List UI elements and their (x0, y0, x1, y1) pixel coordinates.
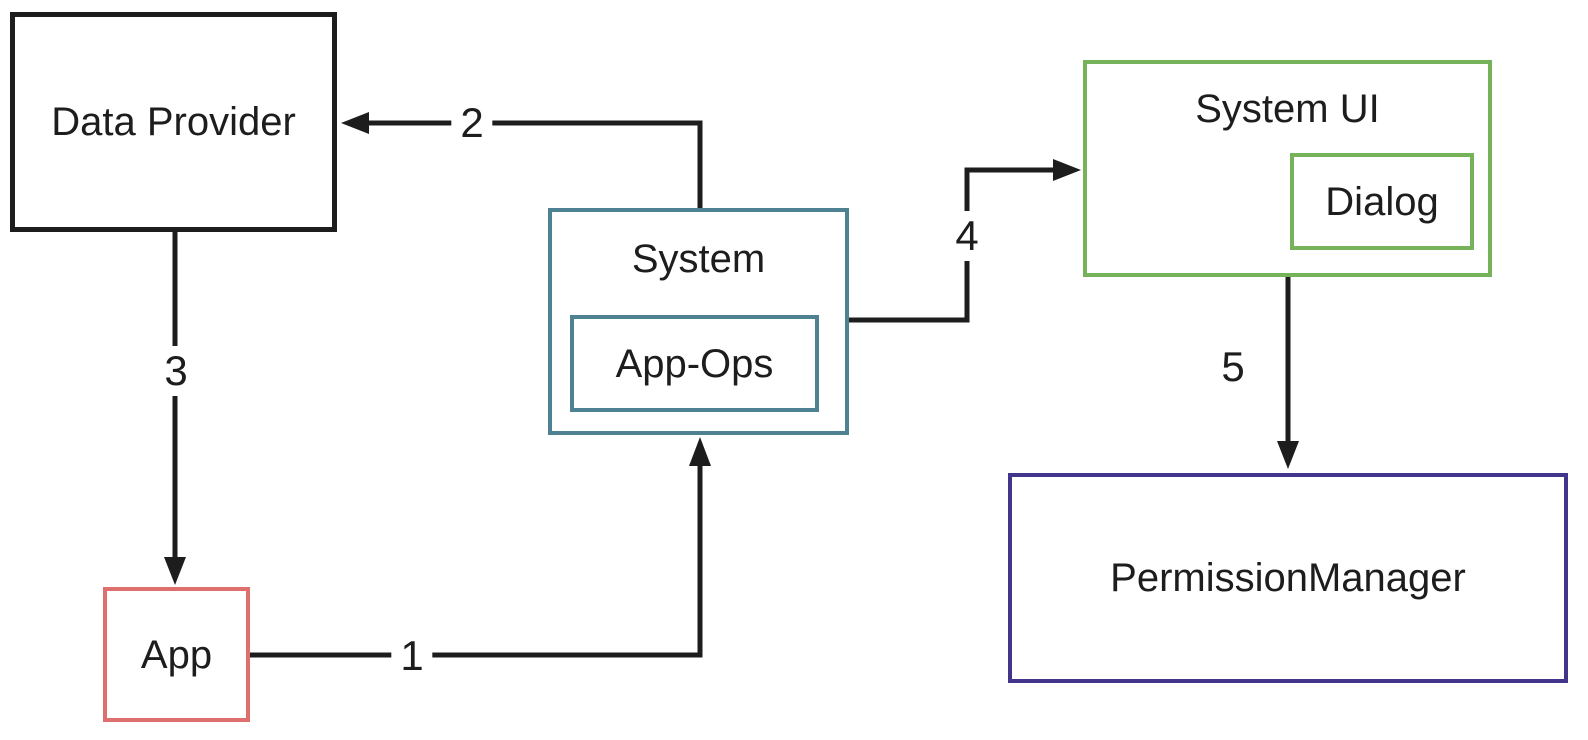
node-data-provider: Data Provider (10, 12, 337, 232)
arrow-3 (164, 232, 186, 585)
edge-label-3: 3 (155, 346, 197, 396)
node-system-ui: System UI Dialog (1083, 60, 1492, 277)
edge-label-4: 4 (946, 211, 988, 261)
edge-label-2: 2 (451, 98, 493, 148)
edge-label-1: 1 (391, 631, 433, 681)
node-dialog-label: Dialog (1325, 179, 1439, 224)
node-permission-manager: PermissionManager (1008, 473, 1568, 683)
node-app-label: App (140, 632, 213, 677)
node-system: System App-Ops (548, 208, 849, 435)
node-app: App (103, 587, 250, 722)
arrow-1 (250, 437, 711, 658)
node-data-provider-label: Data Provider (51, 100, 296, 144)
node-app-ops-label: App-Ops (615, 341, 774, 386)
node-dialog: Dialog (1290, 153, 1474, 250)
node-system-ui-label: System UI (1195, 87, 1380, 131)
node-system-label: System (631, 237, 766, 281)
node-app-ops: App-Ops (570, 315, 819, 412)
edge-label-5: 5 (1212, 342, 1254, 392)
node-permission-manager-label: PermissionManager (1110, 556, 1466, 600)
arrow-2 (341, 112, 703, 208)
arrow-5 (1277, 277, 1299, 469)
